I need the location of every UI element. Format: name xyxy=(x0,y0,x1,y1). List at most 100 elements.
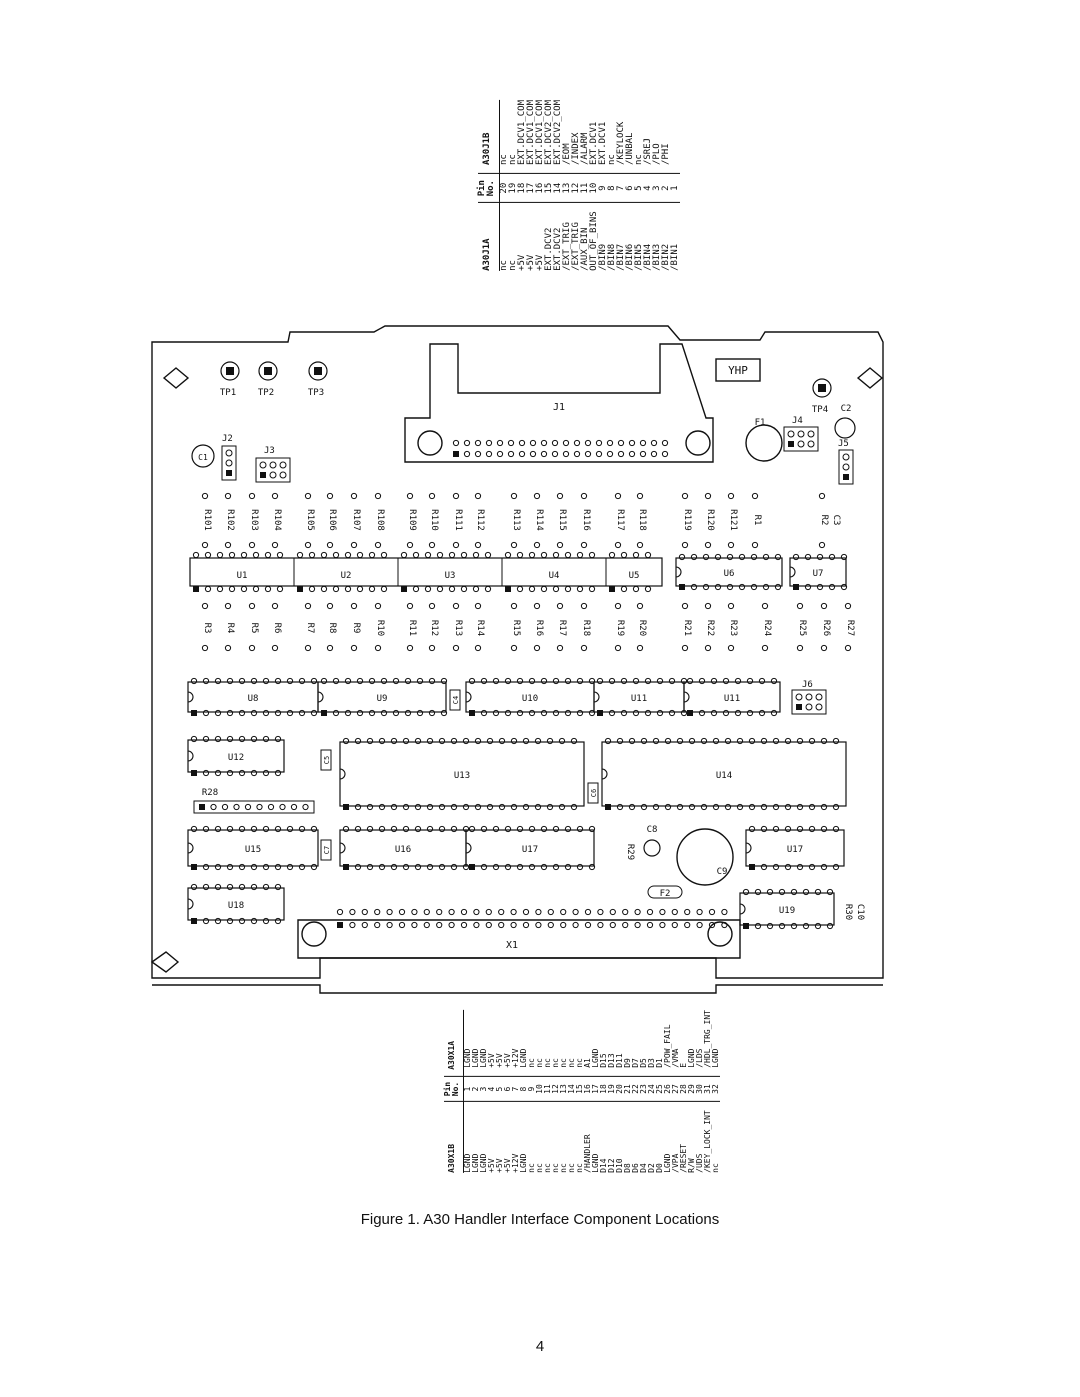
ic-pin xyxy=(468,677,476,685)
j1-pin-top xyxy=(551,439,559,447)
j1-pin-top xyxy=(617,439,625,447)
c1-capacitor xyxy=(191,444,215,468)
ic-pin xyxy=(310,825,318,833)
ic-pin xyxy=(528,677,536,685)
j1-pin-bottom xyxy=(496,450,504,458)
ic-pin xyxy=(528,709,536,717)
x1-header-pin: Pin No. xyxy=(443,1076,464,1102)
ic-pin xyxy=(540,585,548,593)
ic-pin xyxy=(404,709,412,717)
ic-pin xyxy=(724,737,732,745)
resistor-lead xyxy=(681,644,689,652)
ic-pin xyxy=(276,585,284,593)
ic-pin xyxy=(558,803,566,811)
resistor-lead xyxy=(681,492,689,500)
resistor-label-bottom: R5 xyxy=(249,623,259,634)
ic-pin xyxy=(690,553,698,561)
ic-pin xyxy=(264,585,272,593)
ic-pin xyxy=(588,709,596,717)
ic-pin xyxy=(540,825,548,833)
ic-pin xyxy=(632,585,640,593)
j1-pin-bottom xyxy=(584,450,592,458)
x1-pin-top xyxy=(423,908,430,916)
resistor-label-top: R112 xyxy=(475,509,485,531)
ic-label: U14 xyxy=(716,771,732,781)
ic-pin xyxy=(378,863,386,871)
ic-pin xyxy=(576,825,584,833)
resistor-lead xyxy=(636,541,644,549)
x1-pin-top xyxy=(708,908,716,916)
j1-pin-top xyxy=(606,439,614,447)
jumper-pin xyxy=(797,440,805,448)
ic-pin xyxy=(392,709,400,717)
ic-pin xyxy=(228,585,236,593)
ic-pin xyxy=(792,553,800,561)
ic-pin xyxy=(480,825,488,833)
c8-label: C8 xyxy=(647,825,658,835)
ic-pin xyxy=(714,583,722,591)
ic-pin xyxy=(564,585,572,593)
resistor-label-bottom: R3 xyxy=(202,623,212,634)
ic-pin xyxy=(238,863,246,871)
ic-pin xyxy=(570,803,578,811)
j1-mount-hole-left xyxy=(417,430,443,456)
ic-pin xyxy=(758,677,766,685)
ic-pin xyxy=(204,551,212,559)
ic-pin xyxy=(480,709,488,717)
ic-pin xyxy=(628,803,636,811)
ic-pin xyxy=(214,863,222,871)
ic-pin xyxy=(484,585,492,593)
resistor-label-top: R119 xyxy=(682,509,692,531)
ic-pin xyxy=(676,803,684,811)
ic-pin xyxy=(796,737,804,745)
ic-pin xyxy=(462,803,470,811)
ic-pin xyxy=(754,922,762,930)
resistor-label-top: R101 xyxy=(202,509,212,531)
ic-pin xyxy=(202,677,210,685)
ic-pin xyxy=(772,803,780,811)
resistor-label-bottom: R6 xyxy=(272,623,282,634)
j1-mount-hole-right xyxy=(685,430,711,456)
ic-pin xyxy=(310,709,318,717)
ic-label: U5 xyxy=(629,571,640,581)
test-point-label: TP1 xyxy=(220,388,236,398)
small-capacitor xyxy=(320,749,332,771)
test-point-label: TP3 xyxy=(308,388,324,398)
ic-pin xyxy=(226,677,234,685)
ic-pin xyxy=(698,677,706,685)
ic-pin xyxy=(688,737,696,745)
resistor-lead xyxy=(406,602,414,610)
j1-pin-top xyxy=(650,439,658,447)
jumper-pin xyxy=(795,693,803,701)
ic-pin xyxy=(214,709,222,717)
ic-pin xyxy=(354,737,362,745)
jumper-pin xyxy=(269,471,277,479)
j1-pin-top xyxy=(661,439,669,447)
r28-pin xyxy=(267,803,275,811)
ic-pin xyxy=(754,888,762,896)
ic-pin xyxy=(826,888,834,896)
ic-pin xyxy=(202,709,210,717)
ic-pin xyxy=(448,551,456,559)
test-point-label: TP2 xyxy=(258,388,274,398)
x1-pin-bottom xyxy=(361,921,368,929)
j1-pin-bottom xyxy=(507,450,515,458)
ic-pin xyxy=(832,803,840,811)
r28-pin xyxy=(302,803,309,811)
ic-pin xyxy=(552,825,560,833)
ic-pin xyxy=(332,585,340,593)
ic-pin xyxy=(492,709,500,717)
ic-pin xyxy=(390,825,398,833)
ic-pin xyxy=(214,825,222,833)
jumper-pin xyxy=(260,472,266,478)
resistor-lead xyxy=(796,644,804,652)
x1-pin-top xyxy=(473,908,480,916)
ic-pin xyxy=(414,863,422,871)
x1-cell-b: nc xyxy=(711,1163,720,1173)
ic-pin xyxy=(366,825,374,833)
ic-pin xyxy=(202,825,210,833)
resistor-lead xyxy=(452,492,460,500)
j1-pin-top xyxy=(496,439,504,447)
resistor-label-top: R108 xyxy=(375,509,385,531)
ic-pin xyxy=(596,677,604,685)
